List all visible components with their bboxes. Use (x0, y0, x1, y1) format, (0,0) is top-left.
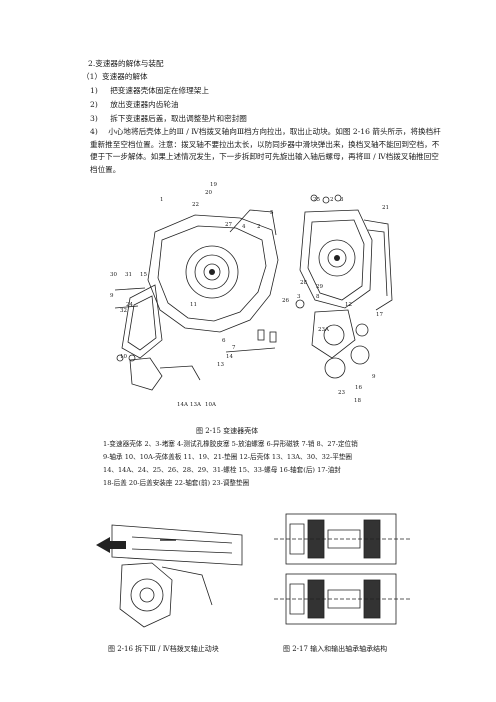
callout-number: 16 (355, 385, 362, 391)
callout-number: 8 (316, 294, 320, 300)
figure-2-16-caption: 图 2-16 拆下Ⅲ / Ⅳ档拨叉轴止动块 (108, 645, 219, 653)
callout-number: 28 (300, 280, 307, 286)
transmission-exploded-diagram (114, 194, 393, 391)
callout-number: 9 (372, 374, 376, 380)
callout-number: 10 (120, 354, 127, 360)
section-subheading: （1）变速器的解体 (82, 72, 148, 81)
callout-number: 19 (210, 182, 217, 188)
step-text: 把变速器壳体固定在修理架上 (110, 86, 209, 95)
callout-number: 11 (190, 302, 197, 308)
figure-2-15-caption: 图 2-15 变速器壳体 (196, 427, 259, 435)
callout-number: 1 (160, 197, 164, 203)
legend-line-4: 18-后盖 20-后盖安装座 22-轴套(前) 23-调整垫圈 (103, 479, 250, 487)
callout-number: 23A (318, 327, 329, 333)
step-1: 1) 把变速器壳体固定在修理架上 (90, 85, 209, 97)
callout-number: 31 (125, 272, 132, 278)
step-text: 放出变速器内齿轮油 (110, 100, 179, 109)
callout-number: 13 (217, 362, 224, 368)
callout-number: 5 (270, 210, 274, 216)
callout-number: 10A (205, 402, 216, 408)
callout-number: 15 (140, 272, 147, 278)
callout-number: 29 (316, 284, 323, 290)
callout-number: 20 (205, 190, 212, 196)
callout-number: 23 (338, 390, 345, 396)
callout-number: 9 (110, 293, 114, 299)
step-4: 4) 小心地将后壳体上的Ⅲ / Ⅳ档拨叉轴向Ⅲ档方向拉出，取出止动块。如图 2-… (90, 126, 442, 176)
step-number: 1) (90, 86, 98, 95)
step-3: 3) 拆下变速器后盖，取出调整垫片和密封圈 (90, 113, 247, 125)
callout-number: 30 (110, 272, 117, 278)
callout-number: 21 (382, 205, 389, 211)
step-number: 4) (90, 127, 98, 136)
section-heading: 2.变速器的解体与装配 (88, 59, 164, 68)
legend-line-1: 1-变速器壳体 2、3-堵塞 4-测试孔橡胶皮塞 5-放油螺塞 6-异形磁铁 7… (103, 440, 358, 448)
callout-number: 25 (313, 197, 320, 203)
callout-number: 17 (376, 312, 383, 318)
callout-number: 2 (257, 224, 261, 230)
callout-number: 3 (297, 294, 301, 300)
step-text: 小心地将后壳体上的Ⅲ / Ⅳ档拨叉轴向Ⅲ档方向拉出，取出止动块。如图 2-16 … (90, 127, 441, 174)
callout-number: 7 (232, 345, 236, 351)
callout-number: 27 (225, 222, 232, 228)
figure-2-17-caption: 图 2-17 输入和输出轴承轴承结构 (283, 645, 388, 653)
shaft-bearing-section-diagram (274, 513, 412, 625)
step-text: 拆下变速器后盖，取出调整垫片和密封圈 (110, 114, 247, 123)
legend-line-2: 9-轴承 10、10A-壳体盖板 11、19、21-垫圈 12-后壳体 13、1… (103, 453, 353, 461)
callout-number: 22 (192, 202, 199, 208)
callout-number: 6 (222, 338, 226, 344)
callout-number: 24 (126, 302, 133, 308)
step-number: 3) (90, 114, 98, 123)
callout-number: 18 (354, 398, 361, 404)
callout-number: 14A (177, 402, 188, 408)
callout-number: 26 (282, 298, 289, 304)
callout-number: 3 (340, 197, 344, 203)
callout-number: 12 (345, 302, 352, 308)
shift-rail-removal-diagram (96, 524, 243, 628)
step-2: 2) 放出变速器内齿轮油 (90, 99, 179, 111)
callout-number: 13A (190, 402, 201, 408)
step-number: 2) (90, 100, 98, 109)
callout-number: 4 (242, 224, 246, 230)
callout-number: 2 (330, 197, 334, 203)
callout-number: 14 (226, 354, 233, 360)
callout-number: 32 (120, 308, 127, 314)
legend-line-3: 14、14A、24、25、26、28、29、31-螺栓 15、33-螺母 16-… (103, 466, 341, 474)
